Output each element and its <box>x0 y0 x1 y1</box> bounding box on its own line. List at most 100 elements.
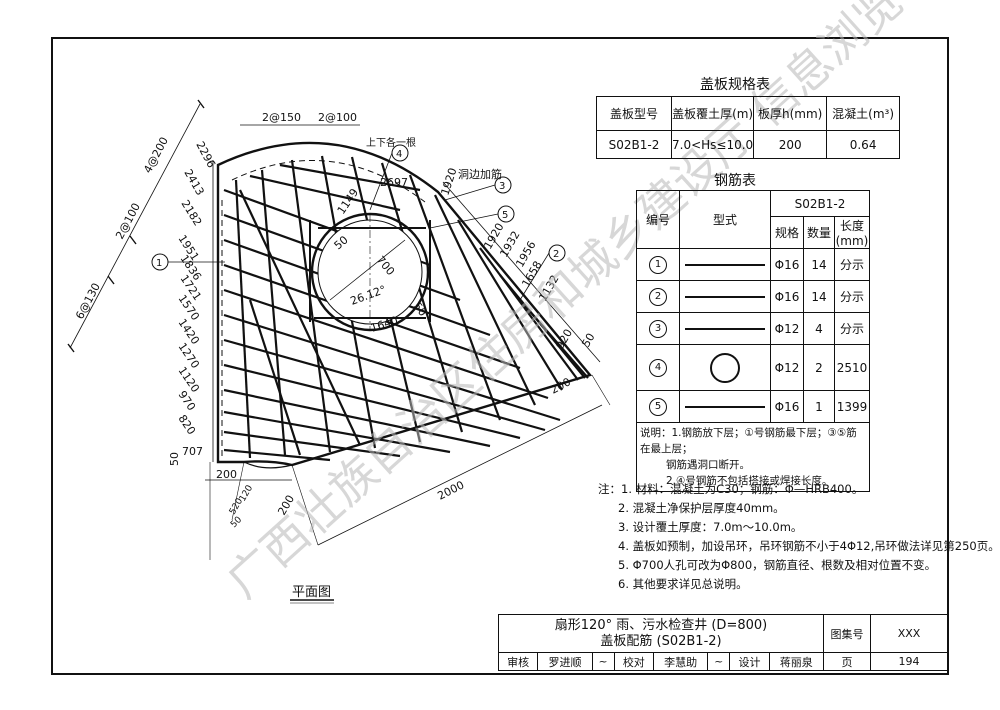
callout-5-text: 5 <box>502 210 508 221</box>
rebar-row-spec: Φ16 <box>770 248 804 281</box>
callout-3-text: 3 <box>499 181 505 192</box>
rebar-row-len: 1399 <box>834 390 870 423</box>
rebar-row-qty: 14 <box>803 248 835 281</box>
left-dim-labels: 2296 2413 2182 1951 1836 1721 1570 1420 … <box>175 139 217 437</box>
rebar-row-spec: Φ16 <box>770 280 804 313</box>
rebar-remark-1: 说明：1.钢筋放下层；①号钢筋最下层；③⑤筋在最上层； <box>640 427 857 455</box>
spec-table: 盖板型号 盖板覆土厚(m) 板厚h(mm) 混凝土(m³) S02B1-2 7.… <box>596 96 900 159</box>
spacing-4at200: 4@200 <box>141 135 171 176</box>
rebar-header-shape: 型式 <box>679 190 771 249</box>
page-value: 194 <box>870 652 948 671</box>
callout-2-text: 2 <box>553 249 559 260</box>
rebar-row-num: 5 <box>636 390 680 423</box>
left-dim-11: 820 <box>176 412 199 437</box>
spacing-dim-line <box>69 103 201 349</box>
general-notes: 注：1. 材料：混凝土为C30；钢筋：Φ—HRB400。 2. 混凝土净保护层厚… <box>598 480 1000 594</box>
rebar-remark-1b: 钢筋遇洞口断开。 <box>666 459 750 471</box>
note-line-4: 4. 盖板如预制，加设吊环，吊环钢筋不小于4Φ12,吊环做法详见第250页。 <box>618 539 1000 553</box>
plan-label: 平面图 <box>292 585 331 600</box>
hole-reinf-label: 洞边加筋 <box>458 167 502 181</box>
rebar-header-len: 长度(mm) <box>834 216 870 249</box>
rebar-table-title: 钢筋表 <box>714 173 756 189</box>
spec-cell-cover: 7.0<Hs≤10.0 <box>670 130 755 159</box>
spacing-2at150: 2@150 <box>262 111 301 124</box>
atlas-value: XXX <box>870 614 948 653</box>
rebar-row-num: 1 <box>636 248 680 281</box>
drawing-title-line2: 盖板配筋 (S02B1-2) <box>600 633 722 649</box>
rebar-row-spec: Φ16 <box>770 390 804 423</box>
inner-dashed-line <box>231 159 426 203</box>
spec-header-cover: 盖板覆土厚(m) <box>670 96 755 131</box>
note-line-6: 6. 其他要求详见总说明。 <box>618 577 748 591</box>
dim-50-right: 50 <box>579 331 597 350</box>
ring-bar-icon <box>710 352 740 383</box>
spec-header-concrete: 混凝土(m³) <box>826 96 900 131</box>
sheet-border <box>51 37 949 675</box>
spec-header-model: 盖板型号 <box>596 96 672 131</box>
rebar-remarks: 说明：1.钢筋放下层；①号钢筋最下层；③⑤筋在最上层； 钢筋遇洞口断开。 2.④… <box>636 422 870 492</box>
dim-707: 707 <box>182 445 203 458</box>
left-dim-2: 2182 <box>178 198 204 229</box>
note-line-1: 注：1. 材料：混凝土为C30；钢筋：Φ—HRB400。 <box>598 482 864 496</box>
left-dim-1: 2413 <box>181 167 206 198</box>
review-signature: ~ <box>591 652 615 671</box>
rebar-shape-straight <box>679 248 771 281</box>
check-signature: ~ <box>707 652 731 671</box>
drawing-title: 扇形120° 雨、污水检查井 (D=800) 盖板配筋 (S02B1-2) <box>498 614 824 653</box>
hole-dim-1149: 1149 <box>335 186 361 216</box>
left-dim-0: 2296 <box>193 139 218 170</box>
spec-cell-thickness: 200 <box>753 130 828 159</box>
title-block: 扇形120° 雨、污水检查井 (D=800) 盖板配筋 (S02B1-2) 图集… <box>497 614 948 671</box>
dim-1920-top: 1920 <box>438 166 459 197</box>
dim-50-left: 50 <box>168 452 181 466</box>
rebar-header-spec: 规格 <box>770 216 804 249</box>
straight-bar-icon <box>685 264 765 266</box>
rebar-row-qty: 14 <box>803 280 835 313</box>
rebar-row-num: 2 <box>636 280 680 313</box>
rebar-row-qty: 1 <box>803 390 835 423</box>
dim-200-left: 200 <box>216 468 237 481</box>
spacing-2at100-top: 2@100 <box>318 111 357 124</box>
callout-4-text: 4 <box>396 149 402 160</box>
rebar-row-spec: Φ12 <box>770 312 804 345</box>
spec-cell-model: S02B1-2 <box>596 130 672 159</box>
dim-2697: 2697 <box>380 176 408 189</box>
callout-1-text: 1 <box>156 258 162 269</box>
rebar-row-spec: Φ12 <box>770 344 804 391</box>
dim-200-right: 200 <box>548 375 573 396</box>
design-label: 设计 <box>729 652 770 671</box>
check-label: 校对 <box>613 652 655 671</box>
rebar-row-num: 3 <box>636 312 680 345</box>
note-line-3: 3. 设计覆土厚度：7.0m～10.0m。 <box>618 520 803 534</box>
rebar-shape-straight <box>679 390 771 423</box>
atlas-label: 图集号 <box>823 614 871 653</box>
rebar-row-qty: 4 <box>803 312 835 345</box>
rebar-table: 编号 型式 S02B1-2 规格 数量 长度(mm) 1 Φ16 14 分示 2… <box>636 190 870 492</box>
page-label: 页 <box>823 652 871 671</box>
rebar-row-qty: 2 <box>803 344 835 391</box>
spec-cell-concrete: 0.64 <box>826 130 900 159</box>
spacing-6at130: 6@130 <box>73 281 103 322</box>
rebar-row-num: 4 <box>636 344 680 391</box>
straight-bar-icon <box>685 406 765 408</box>
rebar-row-len: 2510 <box>834 344 870 391</box>
rebar-remark-2: 2.④号钢筋不包括搭接或焊接长度。 <box>666 475 833 487</box>
rebar-shape-ring <box>679 344 771 391</box>
bottom-2000-dim-line <box>317 404 603 546</box>
rebar-row-len: 分示 <box>834 248 870 281</box>
note-line-2: 2. 混凝土净保护层厚度40mm。 <box>618 501 785 515</box>
spec-table-title: 盖板规格表 <box>700 77 770 93</box>
top-each-label: 上下各一根 <box>366 136 416 149</box>
rebar-shape-straight <box>679 280 771 313</box>
review-name: 罗进顺 <box>537 652 593 671</box>
rebar-header-num: 编号 <box>636 190 680 249</box>
check-name: 李慧助 <box>652 652 709 671</box>
rebar-header-model: S02B1-2 <box>770 190 870 217</box>
design-name: 蒋丽泉 <box>768 652 825 671</box>
dim-50-bottom: 50 <box>229 515 244 530</box>
rebar-row-len: 分示 <box>834 312 870 345</box>
spacing-2at100: 2@100 <box>113 201 143 242</box>
straight-bar-icon <box>685 296 765 298</box>
rebar-header-qty: 数量 <box>803 216 835 249</box>
dim-2000: 2000 <box>435 478 466 502</box>
